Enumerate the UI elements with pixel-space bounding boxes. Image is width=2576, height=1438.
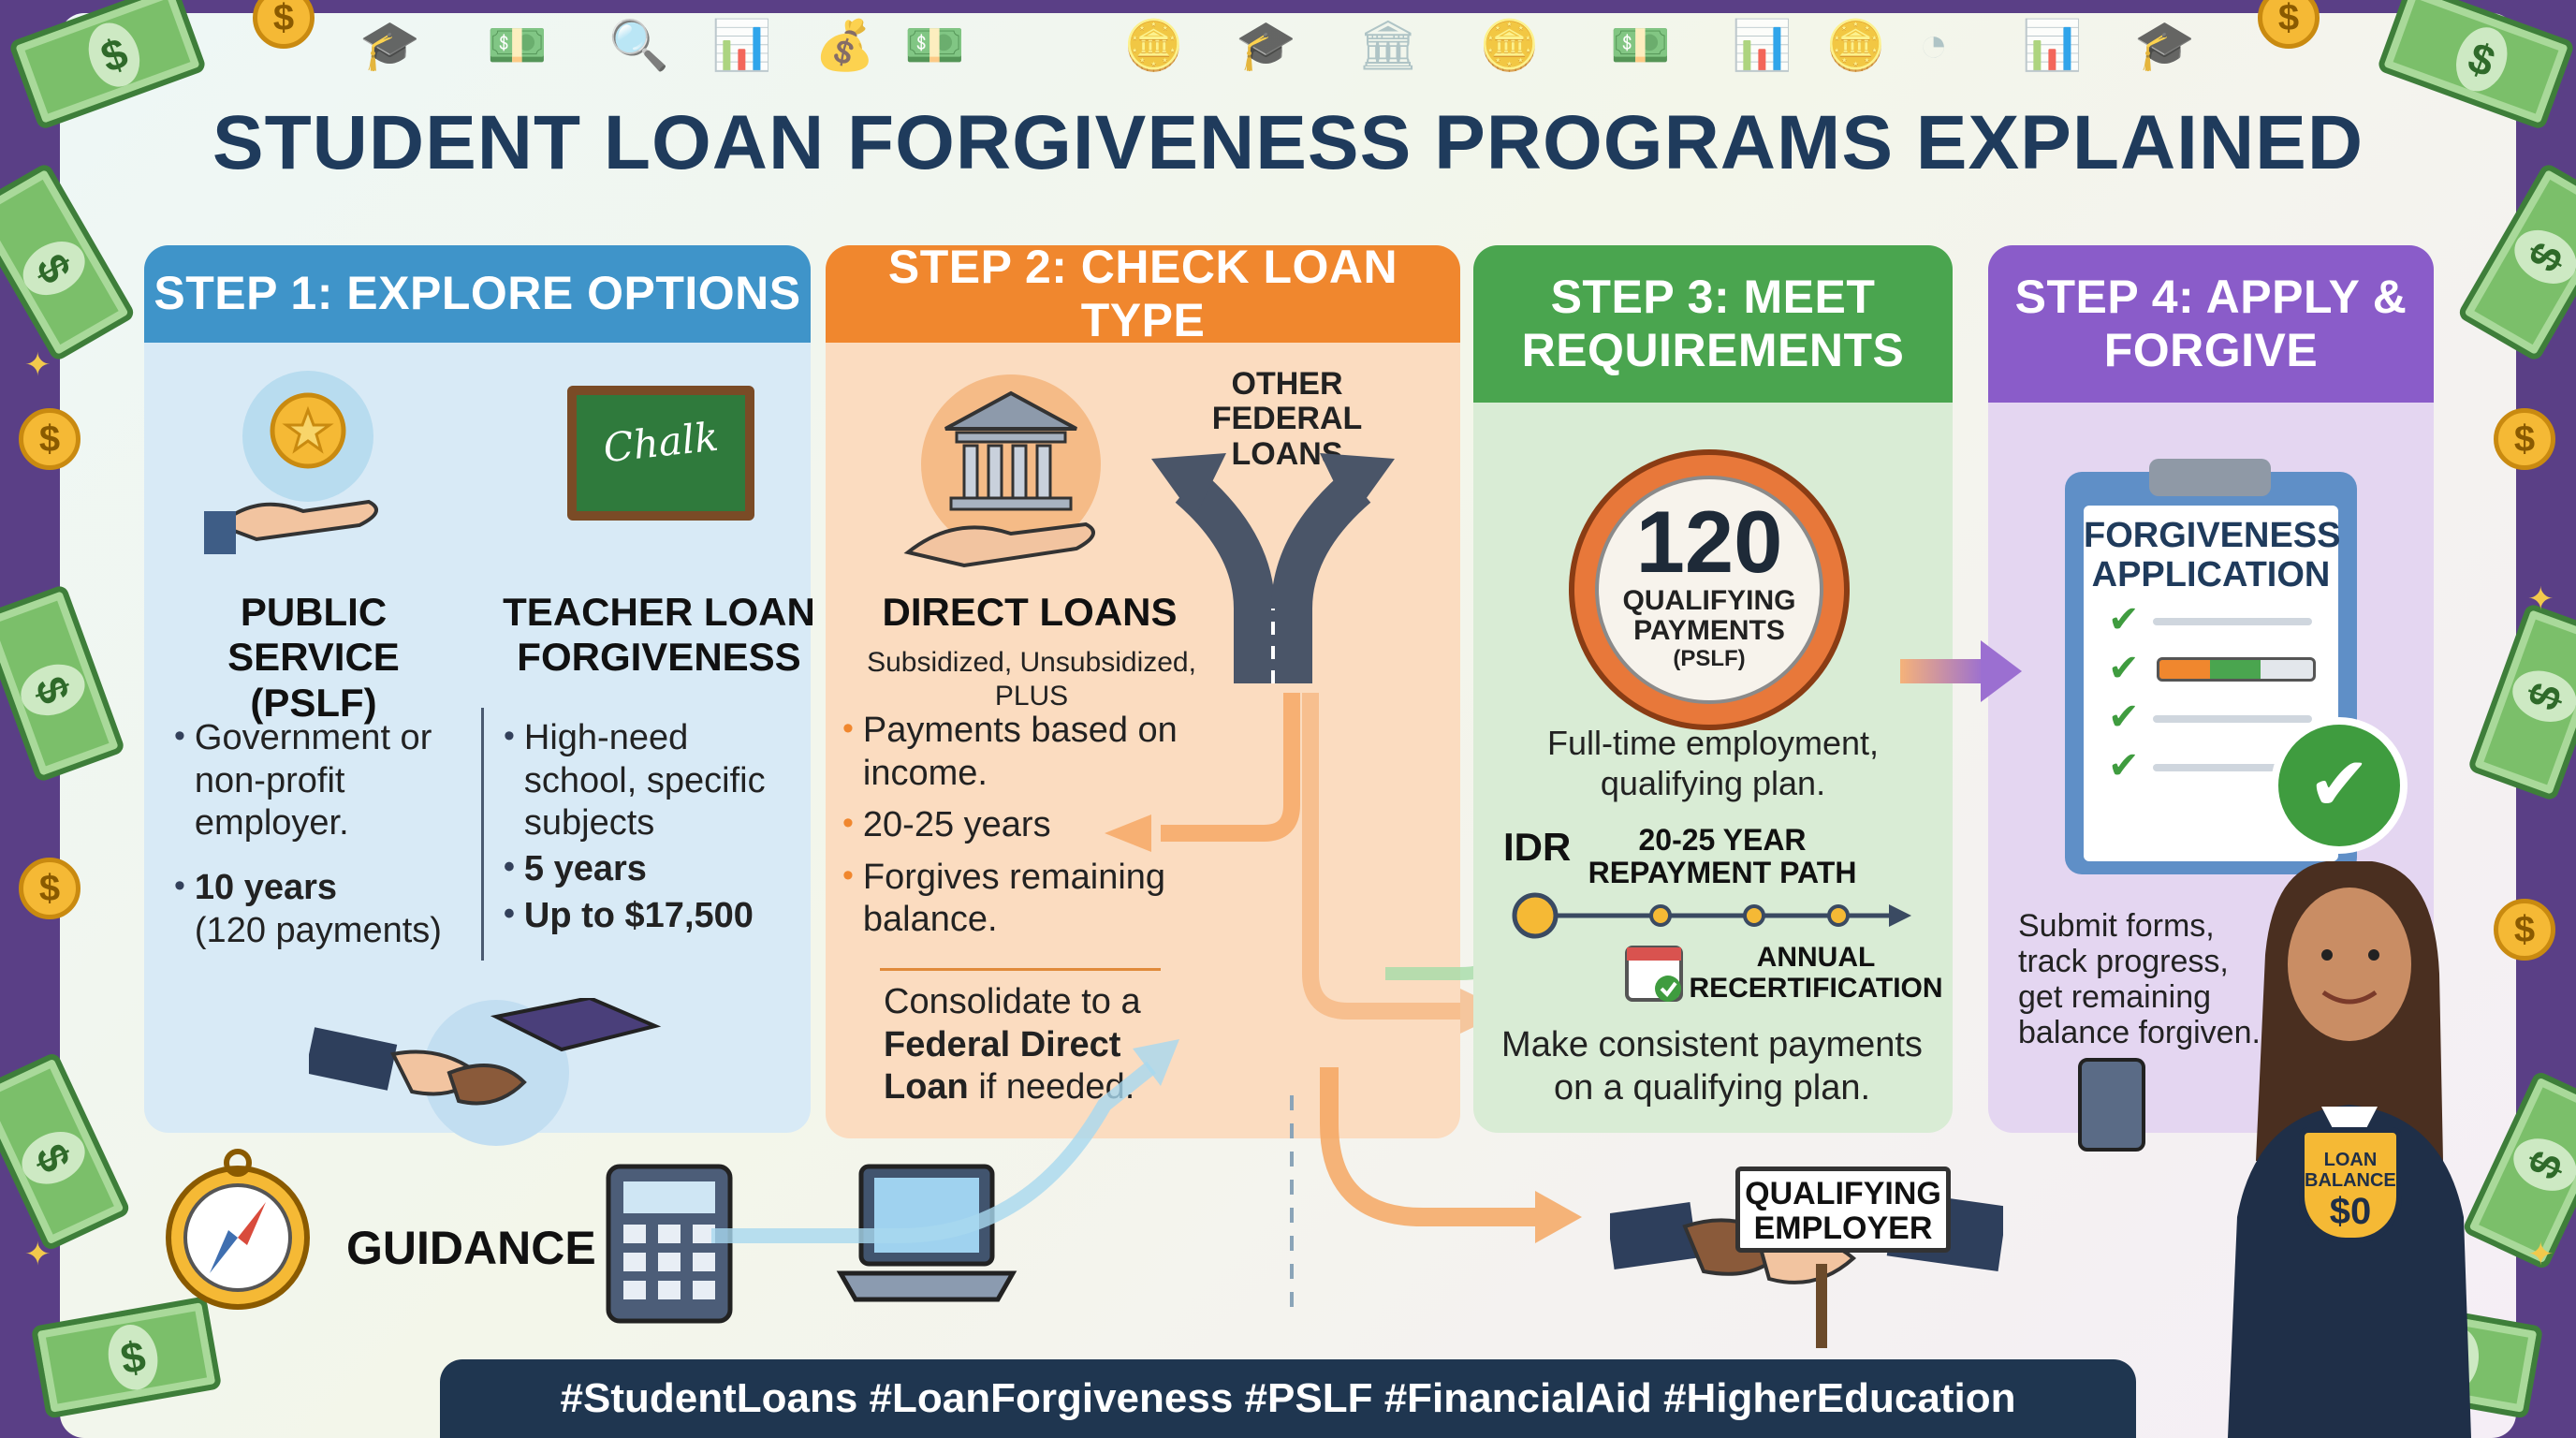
teacher-bullet-years: 5 years	[504, 848, 803, 891]
sparkle-icon: ✦	[24, 347, 51, 383]
checkmark-icon: ✔	[2108, 598, 2140, 641]
annual-recert-label: ANNUAL RECERTIFICATION	[1689, 942, 1943, 1004]
column-divider	[481, 708, 484, 961]
dollar-coin-icon: $	[19, 408, 80, 470]
page-title: STUDENT LOAN FORGIVENESS PROGRAMS EXPLAI…	[212, 100, 2364, 185]
form-title: FORGIVENESS APPLICATION	[2084, 516, 2341, 594]
checkmark-icon: ✔	[2108, 647, 2140, 690]
employment-requirement: Full-time employment, qualifying plan.	[1546, 724, 1880, 803]
sparkle-icon: ✦	[24, 1237, 51, 1272]
graduate-person-icon	[2228, 861, 2471, 1438]
qualifying-employer-sign: QUALIFYING EMPLOYER	[1735, 1167, 1951, 1253]
direct-loans-subtitle: Subsidized, Unsubsidized, PLUS	[867, 647, 1196, 712]
arrow-right-icon	[1900, 640, 2022, 702]
repayment-path-label: 20-25 YEAR REPAYMENT PATH	[1588, 823, 1857, 890]
sparkle-icon: ✦	[2527, 581, 2554, 617]
bank-icon: 🏛	[1357, 19, 1420, 73]
teacher-bullet-amount: Up to $17,500	[504, 895, 803, 938]
guidance-label: GUIDANCE	[346, 1222, 596, 1274]
calculator-icon	[606, 1164, 733, 1324]
step2-divider	[880, 968, 1161, 971]
step3-header: STEP 3: MEET REQUIREMENTS	[1473, 245, 1953, 403]
approved-check-icon: ✔	[2271, 717, 2408, 854]
dollar-coin-icon: 🪙	[1123, 19, 1184, 73]
step2-bullet-years: 20-25 years	[842, 804, 1236, 847]
magnifier-icon: 🔍	[608, 19, 669, 73]
dollar-coin-icon: $	[19, 858, 80, 919]
handheld-calculator-icon	[2078, 1058, 2145, 1152]
sparkle-icon: ✦	[2527, 1237, 2554, 1272]
step2-bullet-income: Payments based on income.	[842, 710, 1236, 795]
calendar-check-icon	[1625, 946, 1683, 1002]
fork-road-icon	[1151, 453, 1395, 683]
submit-instructions: Submit forms, track progress, get remain…	[2018, 908, 2261, 1051]
loan-balance-value: $0	[2329, 1191, 2372, 1232]
step2-bullets: Payments based on income. 20-25 years Fo…	[842, 710, 1236, 942]
bar-chart-icon: 📊	[2022, 19, 2083, 73]
payment-count: 120	[1635, 492, 1783, 591]
loan-balance-badge: LOAN BALANCE: $0	[2299, 1127, 2402, 1243]
payment-count-label: QUALIFYING PAYMENTS	[1622, 585, 1796, 646]
dollar-coin-icon: $	[2494, 408, 2555, 470]
step2-panel: STEP 2: CHECK LOAN TYPE	[826, 245, 1460, 1138]
checkmark-icon: ✔	[2108, 696, 2140, 739]
award-ribbon-icon	[204, 371, 378, 554]
step4-header: STEP 4: APPLY & FORGIVE	[1988, 245, 2434, 403]
handshake-icon	[309, 998, 662, 1146]
dollar-coin-icon: $	[2258, 0, 2320, 49]
compass-icon	[166, 1149, 310, 1310]
pslf-bullet-years: 10 years(120 payments)	[174, 867, 474, 952]
progress-bar	[2157, 657, 2316, 682]
graduation-cap-icon: 🎓	[1236, 19, 1296, 73]
teacher-title: TEACHER LOAN FORGIVENESS	[503, 590, 815, 680]
hashtag-bar: #StudentLoans #LoanForgiveness #PSLF #Fi…	[440, 1359, 2136, 1438]
graduation-cap-icon: 🎓	[359, 19, 420, 73]
teacher-bullet-school: High-need school, specific subjects	[504, 717, 803, 845]
repayment-timeline	[1512, 892, 1911, 939]
checkmark-icon: ✔	[2108, 744, 2140, 787]
dollar-coin-icon: $	[253, 0, 315, 49]
payment-clock-icon	[1569, 449, 1850, 730]
pie-chart-icon: ◔	[1919, 18, 1949, 72]
dollar-coin-icon: $	[2494, 899, 2555, 961]
dollar-coin-icon: 🪙	[1825, 19, 1886, 73]
fork-label: OTHER FEDERAL LOANS	[1211, 366, 1363, 472]
dollar-bill-icon: 💵	[487, 19, 548, 73]
chalkboard-text: Chalk	[601, 413, 721, 472]
bar-chart-icon: 📊	[711, 19, 772, 73]
dollar-bill-icon: 💵	[1610, 19, 1671, 73]
step2-bullet-forgive: Forgives remaining balance.	[842, 857, 1236, 942]
step1-header: STEP 1: EXPLORE OPTIONS	[144, 245, 811, 343]
money-bag-icon: 💰	[814, 19, 875, 73]
loan-balance-label: LOAN BALANCE:	[2305, 1150, 2403, 1191]
idr-label: IDR	[1503, 825, 1572, 869]
consistent-payments: Make consistent payments on a qualifying…	[1501, 1025, 1923, 1108]
chalkboard-icon: Chalk	[567, 386, 754, 521]
graduation-cap-icon: 🎓	[2134, 19, 2195, 73]
bar-chart-icon: 📊	[1732, 19, 1793, 73]
direct-loans-title: DIRECT LOANS	[882, 590, 1178, 634]
bank-icon	[903, 374, 1101, 568]
pslf-bullet-employer: Government or non-profit employer.	[174, 717, 474, 845]
pslf-title: PUBLIC SERVICE (PSLF)	[227, 590, 400, 725]
coin-stack-icon: 🪙	[1479, 19, 1540, 73]
payment-count-sub: (PSLF)	[1673, 646, 1746, 671]
step2-header: STEP 2: CHECK LOAN TYPE	[826, 245, 1460, 346]
flow-arrows	[711, 693, 1582, 1311]
dollar-bill-icon: 💵	[904, 19, 965, 73]
